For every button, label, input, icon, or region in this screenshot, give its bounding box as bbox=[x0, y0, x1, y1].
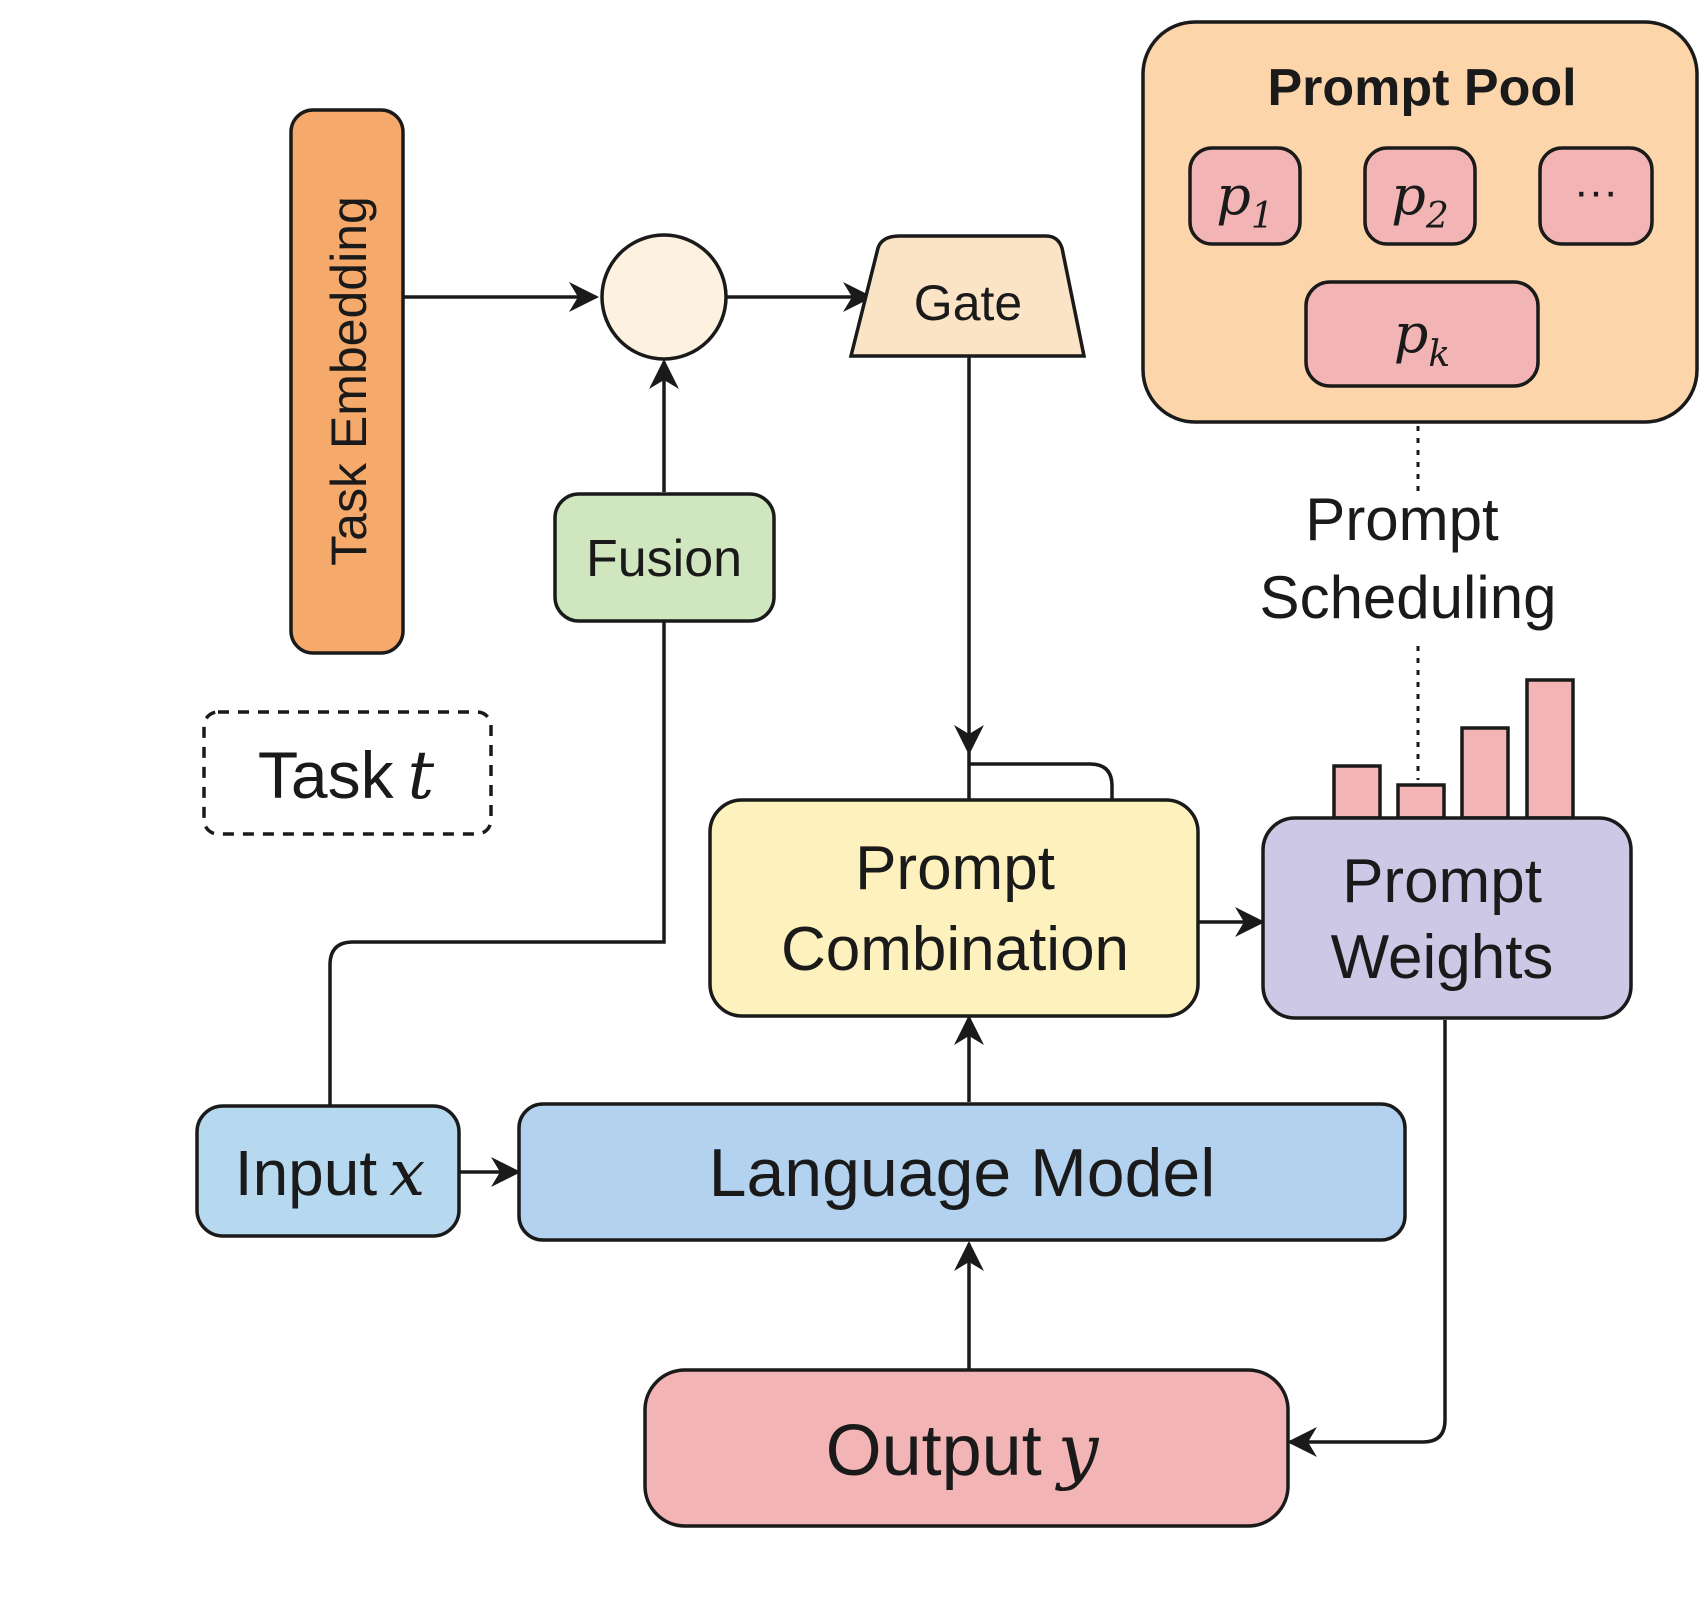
task-embedding-label: Task Embedding bbox=[321, 196, 377, 566]
language-model-box bbox=[517, 1102, 1407, 1242]
weight-bar-4 bbox=[1525, 678, 1575, 820]
prompt-pool-title: Prompt Pool bbox=[1267, 59, 1576, 117]
prompt-combination-line2: Combination bbox=[781, 915, 1129, 984]
task-box bbox=[202, 710, 493, 836]
weight-bar-1 bbox=[1332, 764, 1382, 820]
fusion-box bbox=[553, 492, 776, 623]
prompt-combination-box bbox=[708, 798, 1200, 1018]
prompt-item-more-label: ··· bbox=[1574, 167, 1618, 216]
language-model-block: Language Model bbox=[517, 1102, 1407, 1242]
weight-bars bbox=[1332, 678, 1575, 820]
prompt-weights-block: Prompt Weights bbox=[1261, 816, 1633, 1020]
task-embedding-box bbox=[289, 108, 405, 655]
fusion-block: Fusion bbox=[553, 492, 776, 623]
input-box bbox=[195, 1104, 461, 1238]
line-weights-to-output bbox=[1287, 1020, 1447, 1457]
output-box bbox=[643, 1368, 1290, 1528]
prompt-weights-box bbox=[1261, 816, 1633, 1020]
language-model-label: Language Model bbox=[709, 1135, 1216, 1211]
prompt-item-p2-label: p2 bbox=[1391, 164, 1448, 237]
combination-bracket bbox=[967, 752, 1114, 800]
prompt-combination-block: Prompt Combination bbox=[708, 798, 1200, 1018]
prompt-item-pk bbox=[1304, 280, 1540, 388]
prompt-weights-line1: Prompt bbox=[1342, 847, 1542, 916]
weight-bar-3 bbox=[1460, 726, 1510, 820]
prompt-item-p2 bbox=[1363, 146, 1477, 246]
prompt-item-more bbox=[1538, 146, 1654, 246]
prompt-scheduling-line1: Prompt bbox=[1305, 486, 1499, 553]
prompt-scheduling-line2: Scheduling bbox=[1260, 564, 1557, 631]
prompt-pool: Prompt Pool p1 p2 ··· pk bbox=[1141, 20, 1699, 424]
gate-label: Gate bbox=[914, 275, 1022, 331]
gate-shape bbox=[848, 234, 1087, 358]
connectors bbox=[328, 282, 1447, 1457]
gate-block: Gate bbox=[848, 234, 1087, 358]
weight-bar-2 bbox=[1396, 783, 1446, 820]
prompt-scheduling: Prompt Scheduling bbox=[1260, 486, 1557, 631]
prompt-weights-line2: Weights bbox=[1331, 923, 1554, 992]
prompt-combination-line1: Prompt bbox=[855, 834, 1055, 903]
fusion-label: Fusion bbox=[586, 530, 742, 588]
prompt-item-p1 bbox=[1188, 146, 1302, 246]
prompt-item-pk-label: pk bbox=[1394, 302, 1450, 375]
combine-node bbox=[600, 233, 728, 361]
task-embedding-block: Task Embedding bbox=[289, 108, 405, 655]
prompt-item-p1-label: p1 bbox=[1216, 164, 1273, 237]
line-input-to-fusion bbox=[328, 620, 666, 1106]
